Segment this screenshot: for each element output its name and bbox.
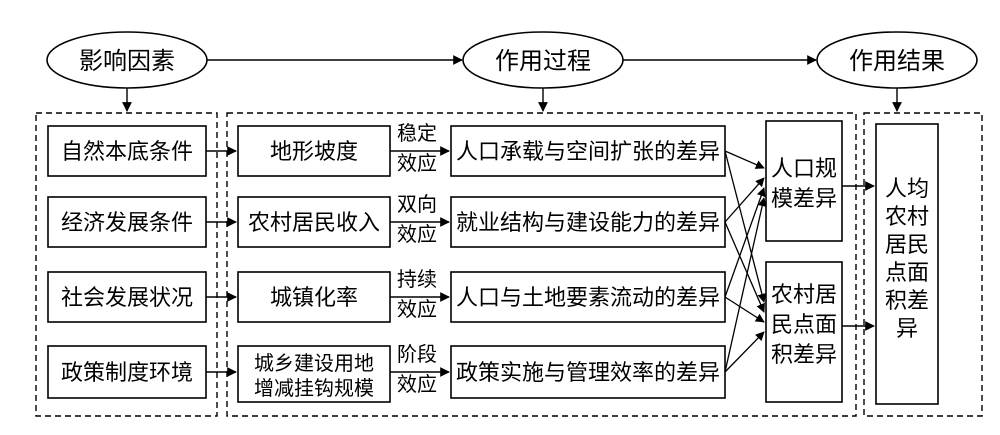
outcome-box-population: 人口规 模差异 xyxy=(765,120,843,242)
effect-label-line2: 效应 xyxy=(397,151,437,175)
driver-label: 城镇化率 xyxy=(270,286,358,311)
header-factors: 影响因素 xyxy=(46,31,208,89)
factor-label: 自然本底条件 xyxy=(61,140,193,165)
effect-label-line2: 效应 xyxy=(397,222,437,246)
arrow-difference-to-outcome xyxy=(724,331,765,373)
difference-box: 人口承载与空间扩张的差异 xyxy=(450,125,726,177)
outcome-label-line2: 民点面 xyxy=(771,313,837,338)
result-label-line: 积差 xyxy=(885,289,929,314)
arrow-difference-to-outcome xyxy=(724,150,765,169)
arrow-difference-to-outcome xyxy=(724,221,765,313)
driver-box: 农村居民收入 xyxy=(237,196,391,248)
outcome-label-line1: 农村居 xyxy=(771,283,837,308)
difference-label: 政策实施与管理效率的差异 xyxy=(456,361,720,386)
header-result-label: 作用结果 xyxy=(849,47,945,75)
header-result: 作用结果 xyxy=(816,31,978,89)
effect-label-line2: 效应 xyxy=(397,372,437,396)
factor-label: 经济发展条件 xyxy=(61,211,193,236)
effect-label-line2: 效应 xyxy=(397,297,437,321)
result-label-line: 居民 xyxy=(885,233,929,258)
factor-box: 经济发展条件 xyxy=(47,196,207,248)
result-label-line: 农村 xyxy=(885,205,929,230)
process-group xyxy=(226,112,857,417)
crossing-arrows xyxy=(724,150,767,373)
difference-box: 人口与土地要素流动的差异 xyxy=(450,271,726,323)
result-group xyxy=(863,112,983,417)
result-box: 人均 农村 居民 点面 积差 异 xyxy=(875,123,939,405)
difference-box: 就业结构与建设能力的差异 xyxy=(450,196,726,248)
arrow-difference-to-outcome xyxy=(724,150,767,303)
result-label-line: 异 xyxy=(896,317,918,342)
outcome-label-line2: 模差异 xyxy=(771,187,837,212)
factor-label: 政策制度环境 xyxy=(61,361,193,386)
arrow-difference-to-outcome xyxy=(724,197,767,373)
outcome-label-line3: 积差异 xyxy=(771,343,837,368)
driver-label-line1: 城乡建设用地 xyxy=(254,351,374,375)
factors-group xyxy=(35,112,218,417)
arrow-difference-to-outcome xyxy=(724,177,765,223)
difference-box: 政策实施与管理效率的差异 xyxy=(450,345,726,399)
factor-box: 自然本底条件 xyxy=(47,125,207,177)
driver-label-line2: 增减挂钩规模 xyxy=(254,376,374,400)
header-factors-label: 影响因素 xyxy=(79,47,175,75)
driver-label: 地形坡度 xyxy=(270,140,358,165)
driver-box: 城乡建设用地 增减挂钩规模 xyxy=(237,345,391,403)
result-label-line: 点面 xyxy=(885,261,929,286)
header-process-label: 作用过程 xyxy=(495,47,591,75)
factor-label: 社会发展状况 xyxy=(61,286,193,311)
driver-box: 城镇化率 xyxy=(237,271,391,323)
outcome-label-line1: 人口规 xyxy=(771,157,837,182)
effect-label-line1: 双向 xyxy=(397,192,437,216)
header-process: 作用过程 xyxy=(462,31,624,89)
arrow-difference-to-outcome xyxy=(724,187,766,298)
result-label-line: 人均 xyxy=(885,177,929,202)
effect-label-line1: 阶段 xyxy=(397,342,437,366)
difference-label: 人口与土地要素流动的差异 xyxy=(456,286,720,311)
driver-box: 地形坡度 xyxy=(237,125,391,177)
difference-label: 就业结构与建设能力的差异 xyxy=(456,211,720,236)
effect-label-line1: 稳定 xyxy=(397,121,437,145)
driver-label: 农村居民收入 xyxy=(248,211,380,236)
effect-label-line1: 持续 xyxy=(397,267,437,291)
factor-box: 政策制度环境 xyxy=(47,345,207,399)
outcome-box-area: 农村居 民点面 积差异 xyxy=(765,261,843,403)
difference-label: 人口承载与空间扩张的差异 xyxy=(456,140,720,165)
arrow-difference-to-outcome xyxy=(724,296,765,323)
factor-box: 社会发展状况 xyxy=(47,271,207,323)
